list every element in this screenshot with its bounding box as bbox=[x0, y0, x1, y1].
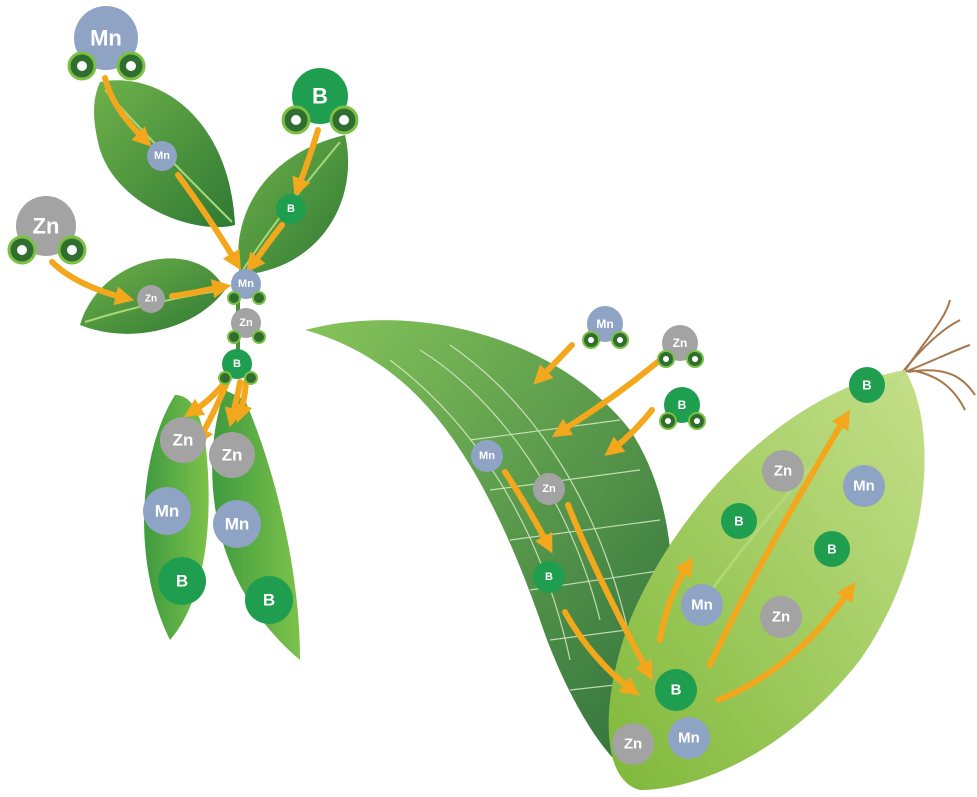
svg-text:Zn: Zn bbox=[624, 736, 642, 753]
svg-text:Mn: Mn bbox=[238, 278, 254, 290]
mn-source-corn: Mn bbox=[583, 306, 628, 348]
svg-text:Zn: Zn bbox=[33, 214, 60, 239]
svg-text:B: B bbox=[263, 591, 275, 610]
zn-ball: Zn bbox=[137, 285, 165, 313]
corn-cob bbox=[609, 370, 925, 790]
svg-text:Mn: Mn bbox=[479, 450, 495, 462]
svg-text:Zn: Zn bbox=[774, 463, 792, 480]
b-pod-right: B bbox=[245, 576, 293, 624]
b-kernel-2: B bbox=[814, 531, 850, 567]
svg-text:Zn: Zn bbox=[542, 483, 556, 495]
svg-text:B: B bbox=[233, 358, 241, 370]
b-pod-left: B bbox=[158, 557, 206, 605]
b-ball: B bbox=[276, 194, 306, 224]
zn-kernel-3: Zn bbox=[612, 723, 654, 765]
mn-ball: Mn bbox=[147, 141, 177, 171]
mn-pod-right: Mn bbox=[213, 500, 261, 548]
svg-text:Zn: Zn bbox=[673, 336, 688, 350]
svg-text:Mn: Mn bbox=[90, 26, 122, 51]
mn-leaf-ball: Mn bbox=[471, 440, 503, 472]
b-source-corn: B bbox=[660, 387, 705, 429]
svg-text:Zn: Zn bbox=[772, 609, 790, 626]
mn-kernel-3: Mn bbox=[668, 717, 710, 759]
svg-text:B: B bbox=[312, 84, 328, 109]
zn-kernel-2: Zn bbox=[760, 596, 802, 638]
svg-text:Zn: Zn bbox=[173, 431, 194, 450]
b-kernel-1: B bbox=[721, 503, 757, 539]
svg-text:Mn: Mn bbox=[853, 478, 875, 495]
svg-text:B: B bbox=[827, 542, 836, 557]
b-stem-ball: B bbox=[219, 349, 257, 384]
svg-text:Mn: Mn bbox=[154, 150, 170, 162]
svg-text:B: B bbox=[671, 682, 682, 699]
svg-text:B: B bbox=[678, 398, 687, 412]
svg-text:B: B bbox=[176, 572, 188, 591]
svg-text:Mn: Mn bbox=[691, 597, 713, 614]
svg-text:Mn: Mn bbox=[225, 515, 250, 534]
svg-text:B: B bbox=[545, 571, 553, 583]
b-source-soy: B bbox=[283, 68, 357, 133]
mn-stem-ball: Mn bbox=[228, 269, 265, 304]
zn-source-soy: Zn bbox=[9, 196, 85, 263]
b-kernel-top: B bbox=[849, 367, 885, 403]
mn-kernel-1: Mn bbox=[843, 465, 885, 507]
zn-pod-left: Zn bbox=[160, 417, 206, 463]
svg-text:B: B bbox=[862, 378, 871, 393]
zn-pod-right: Zn bbox=[209, 432, 255, 478]
zn-kernel-1: Zn bbox=[762, 450, 804, 492]
mn-kernel-2: Mn bbox=[681, 584, 723, 626]
mn-source-soy: Mn bbox=[69, 6, 144, 79]
svg-text:B: B bbox=[734, 514, 743, 529]
b-leaf-ball: B bbox=[533, 561, 565, 593]
mn-pod-left: Mn bbox=[143, 487, 191, 535]
zn-source-corn: Zn bbox=[658, 325, 703, 367]
zn-leaf-ball: Zn bbox=[533, 473, 565, 505]
zn-stem-ball: Zn bbox=[228, 308, 265, 343]
svg-text:Mn: Mn bbox=[596, 317, 613, 331]
svg-text:Zn: Zn bbox=[145, 294, 157, 305]
svg-text:B: B bbox=[287, 203, 295, 215]
svg-text:Mn: Mn bbox=[155, 502, 180, 521]
b-kernel-3: B bbox=[655, 669, 697, 711]
svg-text:Zn: Zn bbox=[222, 446, 243, 465]
svg-text:Mn: Mn bbox=[678, 730, 700, 747]
svg-text:Zn: Zn bbox=[239, 317, 253, 329]
